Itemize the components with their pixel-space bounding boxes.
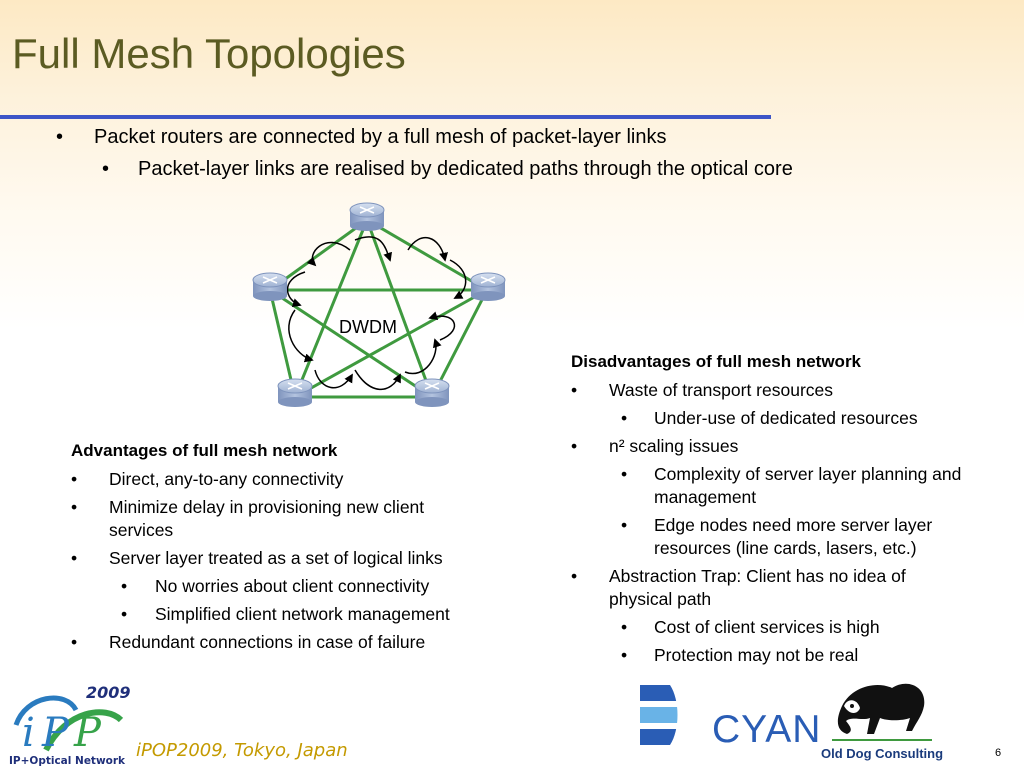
router-icon [359, 206, 375, 214]
bullet-dot: • [621, 515, 628, 535]
slide-title: Full Mesh Topologies [12, 30, 406, 77]
list-item: •Protection may not be real [621, 645, 859, 665]
bullet-dot: • [121, 604, 128, 624]
router-right [470, 272, 506, 301]
bullet-dot: • [571, 566, 578, 586]
link-ac [365, 219, 434, 398]
router-left [252, 272, 288, 301]
disadvantages-block: Disadvantages of full mesh network •Wast… [571, 350, 1001, 672]
bullet-dot: • [621, 617, 628, 637]
list-item: •Complexity of server layer planning and… [621, 464, 962, 507]
list-item: •Edge nodes need more server layer resou… [621, 515, 933, 558]
svg-text:P: P [41, 710, 70, 756]
bullet-dot: • [71, 632, 78, 652]
list-item: •Under-use of dedicated resources [621, 408, 918, 428]
link-bd [294, 288, 488, 399]
cyan-logo [640, 685, 706, 745]
svg-text:i: i [22, 710, 35, 756]
router-top [349, 202, 385, 231]
link-ab [366, 218, 488, 292]
list-item: •Minimize delay in provisioning new clie… [71, 497, 425, 540]
odc-label: Old Dog Consulting [821, 746, 944, 761]
link-ad [293, 219, 369, 398]
router-icon [287, 382, 303, 390]
bullet-dot: • [571, 380, 578, 400]
bullet-dot: • [621, 645, 628, 665]
bullet-dot: • [121, 576, 128, 596]
bullet-dot: • [56, 126, 64, 148]
event-label: iPOP2009, Tokyo, Japan [136, 740, 348, 761]
list-item: •Cost of client services is high [621, 617, 880, 637]
dog-logo [832, 683, 932, 741]
dwdm-ring [286, 236, 467, 391]
list-item: •Simplified client network management [121, 604, 450, 624]
bullet-dot: • [71, 469, 78, 489]
list-item: •Abstraction Trap: Client has no idea of… [571, 566, 906, 609]
router-icon [480, 276, 496, 284]
advantages-heading: Advantages of full mesh network [71, 441, 338, 460]
bullet-dot: • [621, 408, 628, 428]
ipop-year: 2009 [86, 683, 131, 702]
page-number: 6 [995, 747, 1002, 759]
mesh-links [268, 218, 489, 399]
bullet-dot: • [102, 158, 110, 180]
svg-text:P: P [73, 710, 102, 756]
dwdm-label: DWDM [339, 317, 397, 337]
router-bottom-left [277, 378, 313, 407]
router-icon [262, 276, 278, 284]
title-underline [0, 115, 771, 119]
bullet-dot: • [621, 464, 628, 484]
bullet-dot: • [571, 436, 578, 456]
list-item: •No worries about client connectivity [121, 576, 430, 596]
link-bc [430, 289, 489, 398]
list-item: •n² scaling issues [571, 436, 739, 456]
bullet-dot: • [71, 497, 78, 517]
link-ec [269, 288, 433, 399]
bullet-dot: • [71, 548, 78, 568]
disadvantages-heading: Disadvantages of full mesh network [571, 352, 862, 371]
list-item: •Waste of transport resources [571, 380, 834, 400]
list-item: •Redundant connections in case of failur… [71, 632, 426, 652]
ipop-subtitle: IP+Optical Network [9, 755, 126, 767]
cyan-wordmark: CYAN [712, 708, 822, 751]
ipop-logo: 2009 i P P IP+Optical Network [9, 683, 131, 767]
advantages-block: Advantages of full mesh network •Direct,… [71, 439, 511, 659]
full-mesh-diagram: DWDM [252, 202, 506, 407]
router-icon [424, 382, 440, 390]
list-item: •Direct, any-to-any connectivity [71, 469, 344, 489]
router-bottom-right [414, 378, 450, 407]
list-item: •Server layer treated as a set of logica… [71, 548, 443, 568]
